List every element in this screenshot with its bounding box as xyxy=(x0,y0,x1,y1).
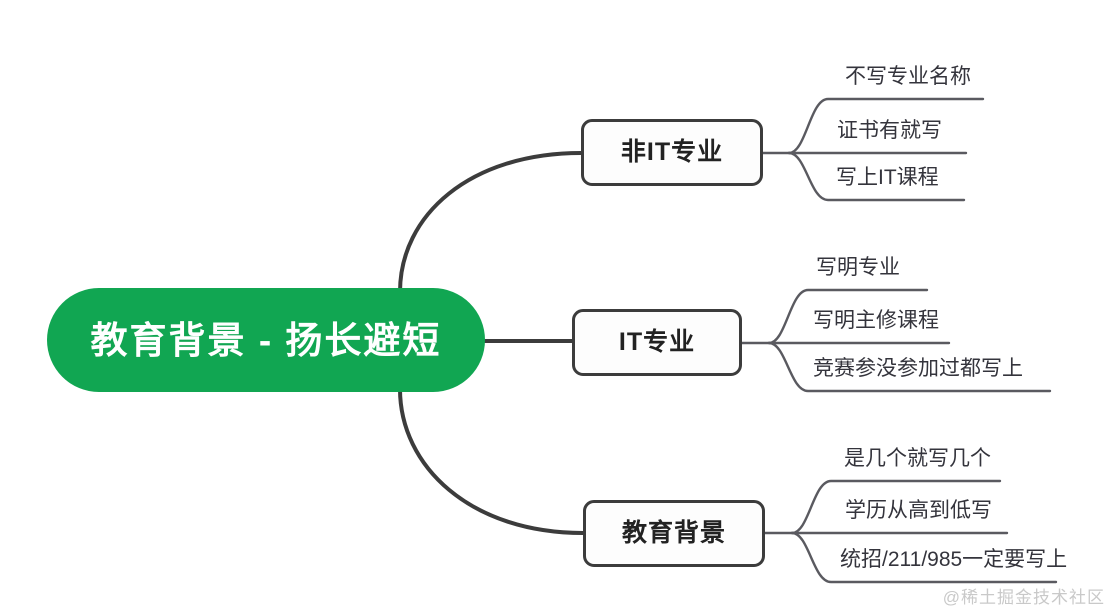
leaf-label: 是几个就写几个 xyxy=(844,447,991,470)
connector-root-to-branch-2 xyxy=(398,387,585,535)
branch-node-label: IT专业 xyxy=(618,328,696,356)
branch-node-it-major[interactable]: IT专业 xyxy=(572,309,742,376)
root-node[interactable]: 教育背景 - 扬长避短 xyxy=(47,288,485,392)
leaf-label: 写上IT课程 xyxy=(836,166,939,189)
root-node-label: 教育背景 - 扬长避短 xyxy=(90,319,442,361)
leaf-label: 学历从高到低写 xyxy=(845,499,992,522)
leaf-item[interactable]: 竞赛参没参加过都写上 xyxy=(809,358,1027,386)
leaf-item[interactable]: 写明主修课程 xyxy=(809,310,943,338)
connector-root-to-branch-0 xyxy=(398,151,583,294)
branch-node-non-it-major[interactable]: 非IT专业 xyxy=(581,119,763,186)
branch-node-education-background[interactable]: 教育背景 xyxy=(583,500,765,567)
leaf-label: 统招/211/985一定要写上 xyxy=(840,548,1068,571)
leaf-item[interactable]: 不写专业名称 xyxy=(841,66,975,94)
leaf-label: 不写专业名称 xyxy=(845,65,971,88)
leaf-label: 竞赛参没参加过都写上 xyxy=(813,357,1023,380)
leaf-label: 写明主修课程 xyxy=(813,309,939,332)
leaf-item[interactable]: 学历从高到低写 xyxy=(841,500,996,528)
leaf-label: 写明专业 xyxy=(816,256,900,279)
branch-node-label: 非IT专业 xyxy=(620,138,724,166)
leaf-item[interactable]: 证书有就写 xyxy=(833,120,946,148)
watermark: @稀土掘金技术社区 xyxy=(942,588,1105,607)
leaf-item[interactable]: 是几个就写几个 xyxy=(840,448,995,476)
branch-node-label: 教育背景 xyxy=(621,519,726,547)
leaf-label: 证书有就写 xyxy=(837,119,942,142)
leaf-item[interactable]: 统招/211/985一定要写上 xyxy=(836,549,1071,577)
leaf-item[interactable]: 写明专业 xyxy=(812,257,904,285)
leaf-item[interactable]: 写上IT课程 xyxy=(832,167,943,195)
